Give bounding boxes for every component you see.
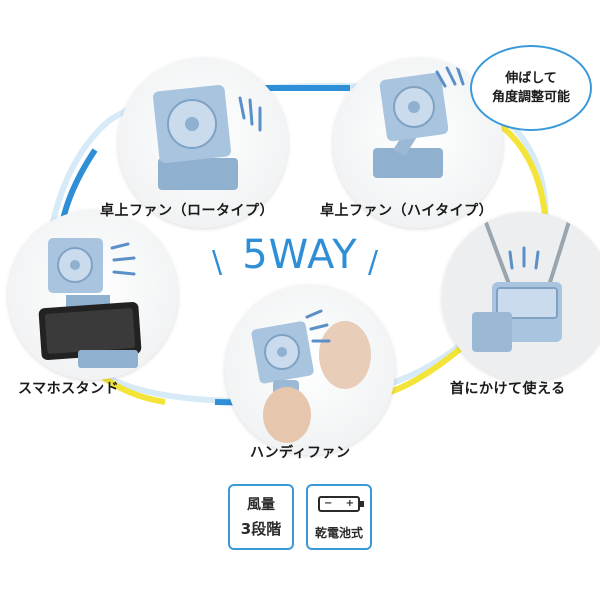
wind-label: 風量 <box>247 497 275 513</box>
label-handy-fan: ハンディファン <box>250 445 351 461</box>
label-low-desk-fan: 卓上ファン（ロータイプ） <box>100 203 274 219</box>
adjustable-angle-bubble: 伸ばして 角度調整可能 <box>470 45 592 131</box>
title-slash-right: / <box>368 245 379 280</box>
battery-icon: − + <box>318 496 364 512</box>
bubble-line-1: 伸ばして <box>505 70 557 86</box>
photo-handy-fan <box>225 285 395 455</box>
page-title: 5WAY <box>242 232 358 278</box>
battery-plus-sign: + <box>345 498 354 509</box>
battery-badge: − + 乾電池式 <box>306 484 372 550</box>
wind-level-value: 3段階 <box>240 520 282 538</box>
battery-minus-sign: − <box>324 498 333 509</box>
label-high-desk-fan: 卓上ファン（ハイタイプ） <box>320 203 494 219</box>
photo-neck-fan <box>442 212 600 382</box>
label-phone-stand: スマホスタンド <box>18 381 120 397</box>
title-slash-left: \ <box>212 245 223 280</box>
battery-label: 乾電池式 <box>314 526 363 540</box>
bubble-line-2: 角度調整可能 <box>491 90 570 105</box>
wind-level-badge: 風量 3段階 <box>228 484 294 550</box>
photo-low-desk-fan <box>118 58 288 228</box>
photo-phone-stand <box>8 210 178 380</box>
label-neck-fan: 首にかけて使える <box>450 381 566 397</box>
